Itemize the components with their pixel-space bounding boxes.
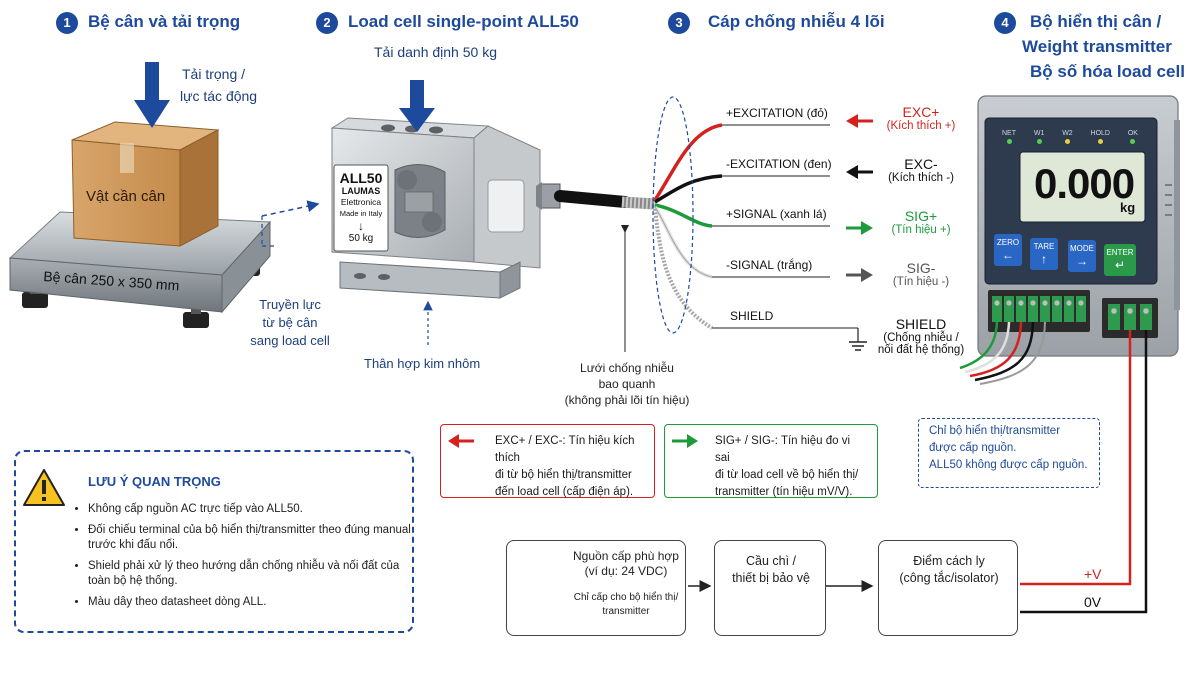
step-4-title-line-1: Bộ hiển thị cân / — [1030, 12, 1162, 31]
status-leds: NET W1 W2 HOLD OK — [1002, 130, 1138, 144]
power-supply-subtext: Chỉ cấp cho bộ hiển thị/ transmitter — [573, 592, 679, 617]
step-2-number: 2 — [316, 12, 338, 34]
tag-brand: LAUMAS — [341, 186, 381, 196]
rated-load-label: Tải danh định 50 kg — [374, 44, 497, 60]
load-cell-body — [330, 117, 561, 299]
power-note: Chỉ bộ hiển thị/transmitter được cấp ngu… — [918, 418, 1100, 488]
arrow-up-icon: ↑ — [1041, 252, 1047, 266]
warning-item: Màu dây theo datasheet dòng ALL. — [88, 595, 418, 610]
signal-exc-minus: EXC- (Kích thích -) — [888, 156, 954, 184]
weight-unit: kg — [1120, 200, 1136, 215]
power-supply-text: Nguồn cấp phù hợp (ví dụ: 24 VDC) — [573, 549, 679, 578]
led-w2: W2 — [1062, 130, 1073, 144]
box-label: Vật cần cân — [86, 188, 166, 205]
wire-label-shield: SHIELD — [730, 309, 774, 323]
isolator-text: Điểm cách ly (công tắc/isolator) — [899, 554, 999, 585]
cardboard-box — [71, 121, 220, 247]
signal-sig-plus: SIG+ (Tín hiệu +) — [891, 208, 951, 236]
mode-button[interactable]: MODE→ — [1068, 240, 1096, 272]
tag-arrow: ↓ — [358, 219, 364, 233]
isolator-box: Điểm cách ly (công tắc/isolator) — [878, 540, 1018, 636]
weight-display-unit — [959, 95, 1180, 614]
wire-label-exc-minus: -EXCITATION (đen) — [726, 157, 832, 171]
load-arrow-loadcell — [399, 80, 435, 132]
mesh-label: Lưới chống nhiễu bao quanh (không phải l… — [564, 361, 690, 407]
power-supply-box: Nguồn cấp phù hợp (ví dụ: 24 VDC) Chỉ cấ… — [506, 540, 686, 636]
zero-button[interactable]: ZERO← — [994, 234, 1022, 266]
wire-label-sig-plus: +SIGNAL (xanh lá) — [726, 207, 827, 221]
legend-exc-title: EXC+ / EXC-: — [495, 435, 566, 447]
weight-reading: 0.000 — [1034, 160, 1135, 207]
warning-item: Không cấp nguồn AC trực tiếp vào ALL50. — [88, 502, 418, 517]
legend-signal: SIG+ / SIG-: Tín hiệu đo vi sai đi từ lo… — [664, 424, 878, 498]
enter-icon: ↵ — [1114, 258, 1126, 272]
wire-label-sig-minus: -SIGNAL (trắng) — [726, 258, 813, 272]
step-3-title: Cáp chống nhiễu 4 lõi — [708, 12, 885, 31]
load-arrow-platform — [134, 62, 170, 128]
force-transfer-arrow — [261, 200, 320, 217]
warning-title: LƯU Ý QUAN TRỌNG — [88, 474, 221, 489]
arrow-right-icon: → — [1076, 254, 1088, 268]
step-1-title: Bệ cân và tải trọng — [88, 12, 241, 31]
legend-arrows — [448, 434, 698, 448]
fuse-box: Cầu chì / thiết bị bảo vệ — [714, 540, 826, 636]
step-3-number: 3 — [668, 12, 690, 34]
tag-sub: Elettronica — [340, 197, 382, 207]
legend-excitation: EXC+ / EXC-: Tín hiệu kích thích đi từ b… — [440, 424, 655, 498]
warning-item: Shield phải xử lý theo hướng dẫn chống n… — [88, 559, 418, 589]
warning-list: Không cấp nguồn AC trực tiếp vào ALL50. … — [72, 502, 418, 616]
signal-shield: SHIELD (Chống nhiễu / nối đất hệ thống) — [877, 316, 965, 356]
arrow-left-icon: ← — [1002, 248, 1014, 262]
zero-v-label: 0V — [1084, 594, 1102, 610]
step-4-title-line-3: Bộ số hóa load cell — [1030, 62, 1185, 81]
load-label-2: lực tác động — [180, 88, 258, 104]
enter-button[interactable]: ENTER↵ — [1104, 244, 1136, 276]
led-net: NET — [1002, 130, 1016, 144]
step-4-title-line-2: Weight transmitter — [1022, 37, 1172, 56]
signal-arrows — [846, 114, 873, 282]
plus-v-label: +V — [1084, 566, 1102, 582]
signal-exc-plus: EXC+ (Kích thích +) — [886, 104, 956, 132]
step-4-number: 4 — [994, 12, 1016, 34]
tag-cap: 50 kg — [348, 233, 374, 244]
load-cell-tag: ALL50 LAUMAS Elettronica Made in Italy ↓… — [334, 170, 388, 244]
force-transfer-label: Truyền lực từ bệ cân sang load cell — [250, 297, 330, 348]
tare-button[interactable]: TARE↑ — [1030, 238, 1058, 270]
tag-model: ALL50 — [339, 170, 383, 186]
tag-made: Made in Italy — [339, 209, 383, 218]
shielded-cable — [554, 96, 723, 352]
step-1-number: 1 — [56, 12, 78, 34]
signal-sig-minus: SIG- (Tín hiệu -) — [892, 260, 950, 288]
led-hold: HOLD — [1091, 130, 1110, 144]
led-ok: OK — [1128, 130, 1138, 144]
warning-icon — [23, 469, 65, 506]
wire-label-lines — [712, 124, 867, 351]
warning-box — [14, 450, 414, 633]
body-material-label: Thân hợp kim nhôm — [364, 356, 481, 371]
load-label-1: Tải trọng / — [182, 66, 246, 82]
led-w1: W1 — [1034, 130, 1044, 144]
wire-label-exc-plus: +EXCITATION (đỏ) — [726, 106, 828, 120]
warning-item: Đối chiếu terminal của bộ hiển thị/trans… — [88, 523, 418, 553]
fuse-text: Cầu chì / thiết bị bảo vệ — [732, 554, 810, 585]
legend-sig-title: SIG+ / SIG-: — [715, 435, 778, 447]
step-2-title: Load cell single-point ALL50 — [348, 12, 579, 31]
